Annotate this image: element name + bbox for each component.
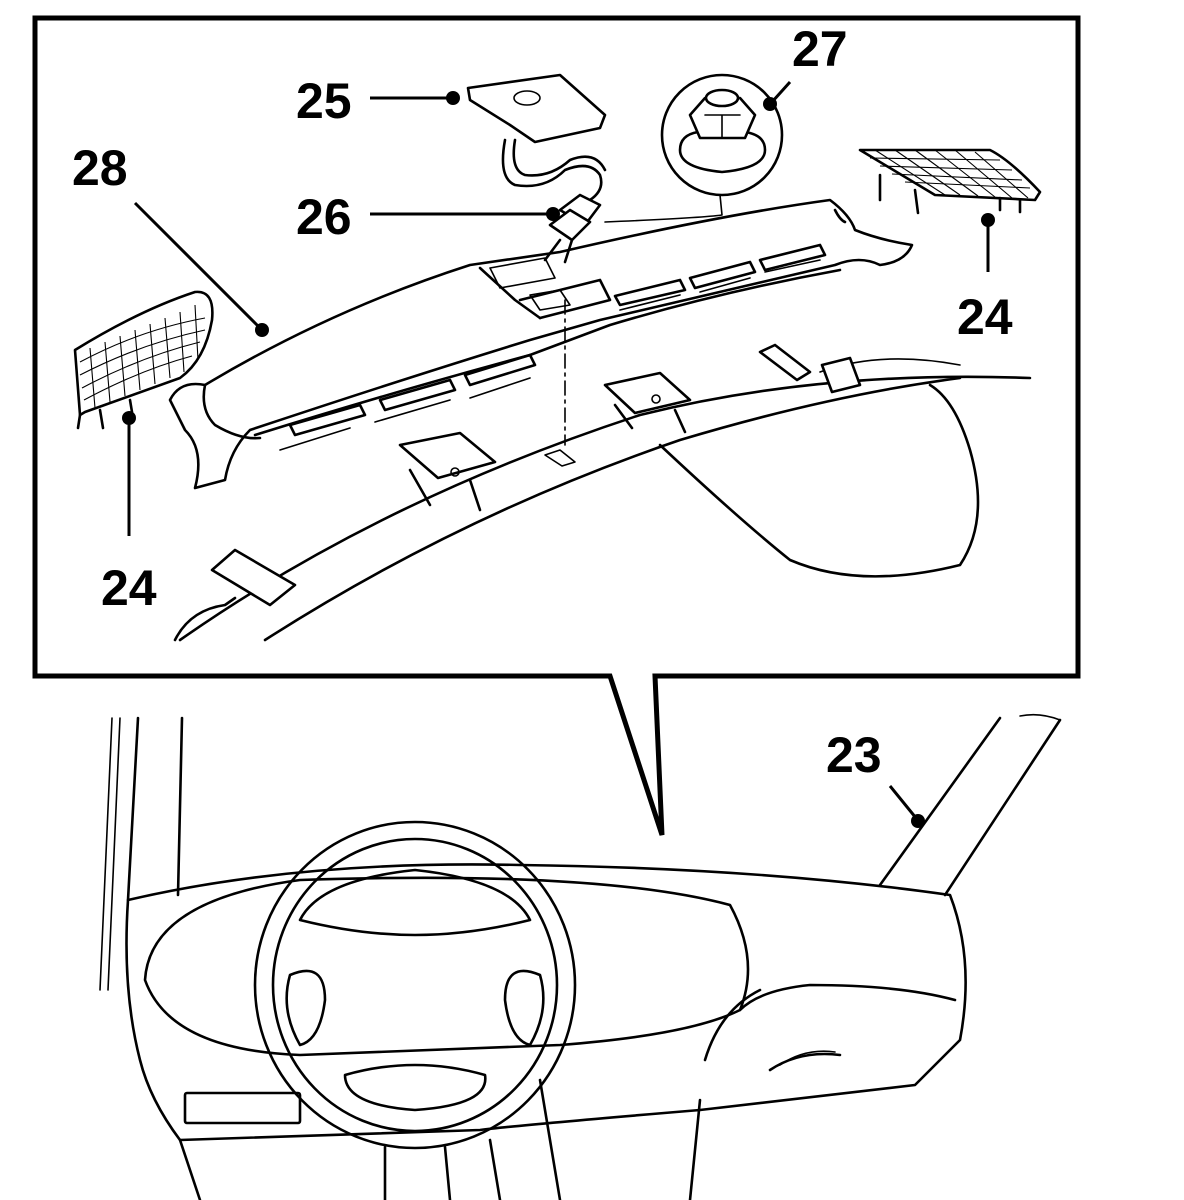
- right-speaker-grille: [858, 148, 1042, 215]
- callout-23: 23: [826, 727, 882, 783]
- car-interior-view: [99, 713, 1062, 1200]
- dashboard-top-panel: [168, 198, 914, 490]
- callout-25: 25: [296, 73, 352, 129]
- callout-24-left: 24: [101, 560, 157, 616]
- detail-callout-frame: [32, 15, 1081, 836]
- callout-28: 28: [72, 140, 128, 196]
- callout-24-right: 24: [957, 289, 1013, 345]
- callout-numbers: 23 24 24 25 26 27 28: [72, 21, 1013, 783]
- callout-27: 27: [792, 21, 848, 77]
- callout-26: 26: [296, 189, 352, 245]
- sensor-assembly: [466, 73, 607, 446]
- nut-detail: [604, 73, 784, 223]
- callout-leaders: [122, 80, 995, 828]
- left-speaker-grille: [73, 290, 214, 430]
- windshield-base-frame: [173, 343, 1032, 642]
- steering-wheel: [253, 820, 577, 1200]
